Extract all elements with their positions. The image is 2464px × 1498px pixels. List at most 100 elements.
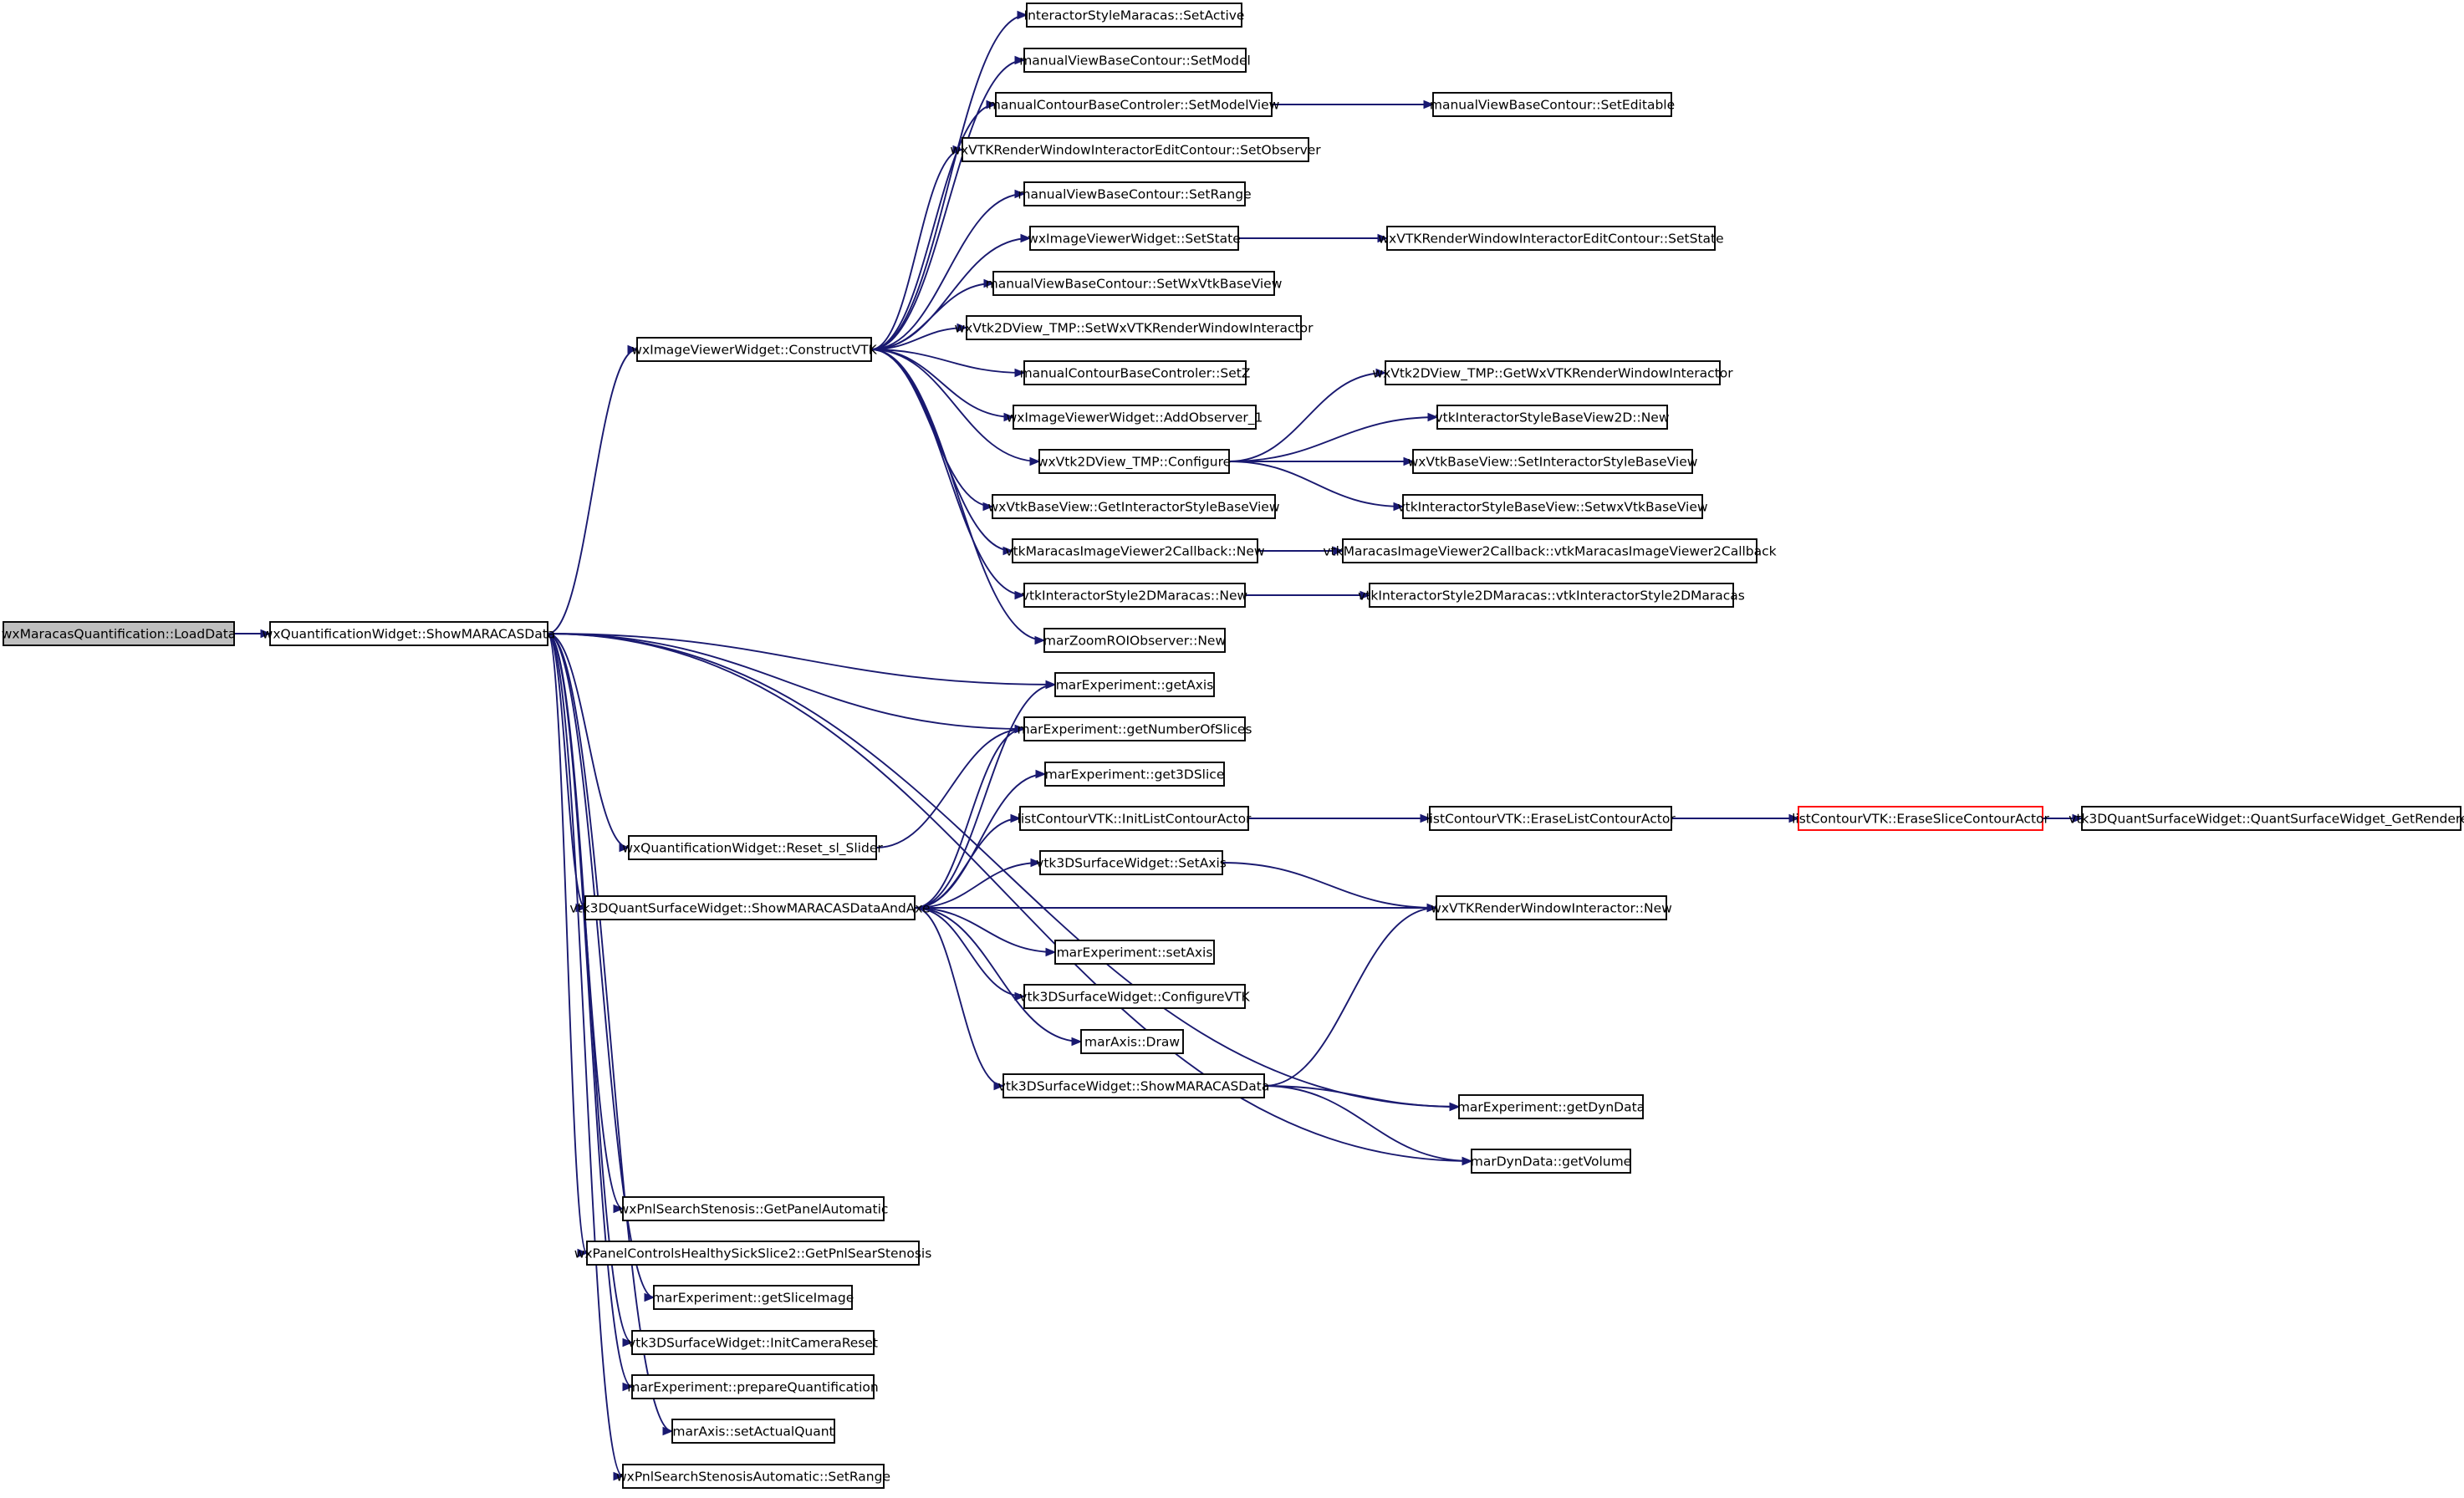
node-box (1044, 762, 1225, 787)
edge-arrowhead (1045, 947, 1057, 957)
node-label: marDynData::getVolume (1471, 1154, 1631, 1169)
node-label: marExperiment::setAxis (1057, 945, 1213, 960)
node-configurevtk[interactable]: vtk3DSurfaceWidget::ConfigureVTK (1019, 984, 1251, 1009)
edge-arrowhead (1014, 590, 1026, 600)
node-setwxvtkbv[interactable]: vtkInteractorStyleBaseView::SetwxVtkBase… (1397, 494, 1708, 519)
node-axisdraw[interactable]: marAxis::Draw (1080, 1029, 1184, 1054)
edge-arrowhead (577, 1248, 589, 1258)
node-showmaracas[interactable]: wxQuantificationWidget::ShowMARACASData (263, 621, 556, 646)
edge-showmaracas-to-getpnlsear (547, 633, 588, 1254)
edge-arrowhead (260, 629, 272, 639)
node-setrange[interactable]: manualViewBaseContour::SetRange (1018, 181, 1252, 206)
node-erasesca[interactable]: listContourVTK::EraseSliceContourActor (1792, 806, 2050, 831)
node-getnslices[interactable]: marExperiment::getNumberOfSlices (1018, 716, 1252, 741)
edge-arrowhead (613, 1204, 625, 1214)
node-getvolume[interactable]: marDynData::getVolume (1471, 1149, 1631, 1174)
node-addobserver[interactable]: wxImageViewerWidget::AddObserver_1 (1007, 405, 1263, 430)
node-setmodelview[interactable]: manualContourBaseControler::SetModelView (988, 92, 1280, 117)
node-label: wxVTKRenderWindowInteractorEditContour::… (1378, 232, 1723, 247)
node-showdataaxe[interactable]: vtk3DQuantSurfaceWidget::ShowMARACASData… (569, 895, 931, 920)
node-setstate2[interactable]: wxVTKRenderWindowInteractorEditContour::… (1378, 226, 1724, 251)
edge-arrowhead (1003, 412, 1015, 422)
node-setaxis[interactable]: marExperiment::setAxis (1054, 940, 1215, 965)
edge-showmaracas-to-initcamera (547, 633, 633, 1343)
edge-arrowhead (613, 1471, 625, 1481)
node-box (966, 315, 1302, 340)
edge-configure-to-setwxvtkbv (1228, 461, 1404, 507)
node-seteditable[interactable]: manualViewBaseContour::SetEditable (1430, 92, 1675, 117)
edge-constructvtk-to-zoomnew (870, 349, 1045, 641)
edge-showmaracas-to-constructvtk (547, 349, 638, 634)
edge-arrowhead (1030, 858, 1042, 868)
node-rwinew[interactable]: wxVTKRenderWindowInteractor::New (1431, 895, 1672, 920)
node-eraselca[interactable]: listContourVTK::EraseListContourActor (1426, 806, 1676, 831)
node-getaxis[interactable]: marExperiment::getAxis (1054, 672, 1215, 697)
node-label: manualContourBaseControler::SetModelView (988, 98, 1280, 113)
edge-arrowhead (1034, 635, 1046, 645)
node-label: vtk3DSurfaceWidget::ConfigureVTK (1019, 990, 1250, 1005)
node-label: marExperiment::getNumberOfSlices (1018, 722, 1252, 737)
edge-showmaracas-to-preparequant (547, 633, 633, 1388)
node-resetslider[interactable]: wxQuantificationWidget::Reset_sl_Slider (622, 835, 883, 860)
node-setactive[interactable]: InteractorStyleMaracas::SetActive (1024, 3, 1245, 28)
node-label: listContourVTK::EraseSliceContourActor (1792, 812, 2049, 827)
node-label: InteractorStyleMaracas::SetActive (1024, 8, 1245, 23)
node-is2dmctor[interactable]: vtkInteractorStyle2DMaracas::vtkInteract… (1358, 583, 1745, 608)
node-box (586, 1241, 920, 1266)
node-getpanelauto[interactable]: wxPnlSearchStenosis::GetPanelAutomatic (619, 1196, 889, 1221)
node-constructvtk[interactable]: wxImageViewerWidget::ConstructVTK (631, 337, 878, 362)
node-isbv2dnew[interactable]: vtkInteractorStyleBaseView2D::New (1435, 405, 1670, 430)
node-box (1342, 538, 1757, 563)
node-sfshow[interactable]: vtk3DSurfaceWidget::ShowMARACASData (998, 1073, 1270, 1098)
edge-arrowhead (952, 145, 964, 155)
node-getsliceimage[interactable]: marExperiment::getSliceImage (652, 1285, 854, 1310)
node-box (1026, 3, 1242, 28)
edge-arrowhead (1333, 546, 1344, 556)
node-getpnlsear[interactable]: wxPanelControlsHealthySickSlice2::GetPnl… (574, 1241, 932, 1266)
node-box (1436, 405, 1668, 430)
node-setz[interactable]: manualContourBaseControler::SetZ (1020, 360, 1251, 385)
node-box (636, 337, 872, 362)
node-get3dslice[interactable]: marExperiment::get3DSlice (1044, 762, 1225, 787)
edge-arrowhead (1029, 456, 1041, 466)
node-label: wxImageViewerWidget::SetState (1028, 232, 1241, 247)
node-getisbv[interactable]: wxVtkBaseView::GetInteractorStyleBaseVie… (987, 494, 1280, 519)
node-box (1080, 1029, 1184, 1054)
node-label: wxMaracasQuantification::LoadData (2, 627, 237, 642)
node-pnlsetrange[interactable]: wxPnlSearchStenosisAutomatic::SetRange (616, 1464, 890, 1489)
node-configure[interactable]: wxVtk2DView_TMP::Configure (1038, 449, 1231, 474)
edge-showmaracas-to-pnlsetrange (547, 633, 624, 1477)
node-label: vtkInteractorStyleBaseView::SetwxVtkBase… (1397, 500, 1707, 515)
node-label: marAxis::Draw (1084, 1035, 1180, 1050)
edge-showdataaxe-to-configurevtk (914, 907, 1025, 997)
node-box (1458, 1094, 1644, 1119)
node-getwxvtkrwi[interactable]: wxVtk2DView_TMP::GetWxVTKRenderWindowInt… (1372, 360, 1733, 385)
node-setobserver[interactable]: wxVTKRenderWindowInteractorEditContour::… (950, 137, 1321, 162)
node-setwxvtkbaseview[interactable]: manualViewBaseContour::SetWxVtkBaseView (986, 271, 1283, 296)
node-sfsetaxis[interactable]: vtk3DSurfaceWidget::SetAxis (1036, 850, 1227, 875)
node-setisbv[interactable]: wxVtkBaseView::SetInteractorStyleBaseVie… (1408, 449, 1698, 474)
node-box (1369, 583, 1734, 608)
node-getrenderer[interactable]: vtk3DQuantSurfaceWidget::QuantSurfaceWid… (2069, 806, 2464, 831)
node-setstate[interactable]: wxImageViewerWidget::SetState (1028, 226, 1241, 251)
node-mivcbnew[interactable]: vtkMaracasImageViewer2Callback::New (1005, 538, 1265, 563)
node-loaddata[interactable]: wxMaracasQuantification::LoadData (2, 621, 237, 646)
node-mivcbctor[interactable]: vtkMaracasImageViewer2Callback::vtkMarac… (1323, 538, 1777, 563)
node-box (1023, 984, 1246, 1009)
node-is2dmnew[interactable]: vtkInteractorStyle2DMaracas::New (1022, 583, 1248, 608)
node-setmodel[interactable]: manualViewBaseContour::SetModel (1019, 48, 1251, 73)
node-box (653, 1285, 853, 1310)
edge-arrowhead (1017, 10, 1028, 20)
node-setactualquant[interactable]: marAxis::setActualQuant (671, 1419, 835, 1444)
node-getdyndata[interactable]: marExperiment::getDynData (1457, 1094, 1645, 1119)
node-label: marExperiment::getAxis (1056, 678, 1214, 693)
node-initlca[interactable]: listContourVTK::InitListContourActor (1018, 806, 1252, 831)
node-setwxvtkrwi[interactable]: wxVtk2DView_TMP::SetWxVTKRenderWindowInt… (954, 315, 1314, 340)
node-zoomnew[interactable]: marZoomROIObserver::New (1043, 628, 1227, 653)
edge-showmaracas-to-getvolume (547, 633, 1472, 1162)
node-label: marAxis::setActualQuant (672, 1424, 834, 1439)
node-initcamera[interactable]: vtk3DSurfaceWidget::InitCameraReset (628, 1330, 878, 1355)
node-preparequant[interactable]: marExperiment::prepareQuantification (627, 1374, 879, 1399)
edge-showmaracas-to-resetslider (547, 633, 630, 848)
